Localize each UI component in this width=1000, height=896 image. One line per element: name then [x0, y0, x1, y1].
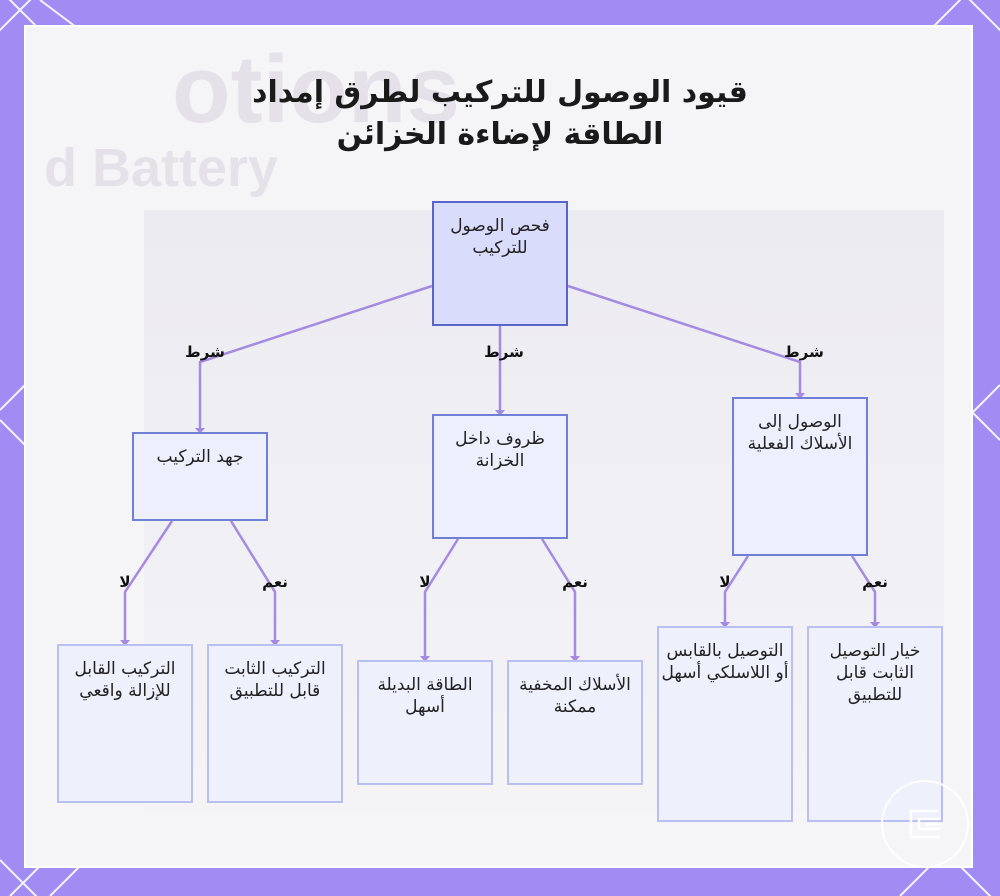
node-install-effort-label: جهد التركيب [156, 447, 244, 467]
edge-label-yes-conditions: نعم [562, 573, 588, 591]
node-fixed-applicable: التركيب الثابت قابل للتطبيق [207, 644, 343, 803]
node-wire-access-label: الوصول إلى الأسلاك الفعلية [747, 412, 853, 454]
edge-effort-yes [229, 520, 277, 644]
arrow-plugin [720, 622, 730, 628]
node-cabinet-conditions-label: ظروف داخل الخزانة [455, 429, 545, 471]
node-cabinet-conditions: ظروف داخل الخزانة [432, 414, 568, 539]
brand-logo-icon [881, 780, 969, 868]
edge-conditions-yes [540, 538, 577, 660]
edge-label-no-wires: لا [719, 573, 731, 591]
arrow-battery [420, 656, 430, 662]
node-wire-access: الوصول إلى الأسلاك الفعلية [732, 397, 868, 556]
node-battery-easier-label: الطاقة البديلة أسهل [377, 675, 473, 717]
node-plugin-easier: التوصيل بالقابس أو اللاسلكي أسهل [657, 626, 793, 822]
edge-wires-yes [850, 555, 877, 626]
node-hidden-wires: الأسلاك المخفية ممكنة [507, 660, 643, 785]
node-battery-easier: الطاقة البديلة أسهل [357, 660, 493, 785]
edge-label-no-effort: لا [119, 573, 131, 591]
edge-label-no-conditions: لا [419, 573, 431, 591]
arrow-hardwire [870, 622, 880, 628]
diagram-title: قيود الوصول للتركيب لطرق إمداد الطاقة لإ… [200, 72, 800, 156]
edge-label-yes-wires: نعم [862, 573, 888, 591]
edge-label-condition-left: شرط [185, 343, 225, 361]
title-line-2: الطاقة لإضاءة الخزائن [336, 117, 664, 152]
node-install-effort: جهد التركيب [132, 432, 268, 521]
edge-root-wires [567, 284, 802, 397]
edge-label-condition-center: شرط [484, 343, 524, 361]
edge-label-condition-right: شرط [784, 343, 824, 361]
edge-effort-no [123, 520, 174, 644]
node-plugin-easier-label: التوصيل بالقابس أو اللاسلكي أسهل [661, 641, 789, 683]
arrow-conditions [495, 410, 505, 416]
node-removable-realistic: التركيب القابل للإزالة واقعي [57, 644, 193, 803]
node-root: فحص الوصول للتركيب [432, 201, 568, 326]
edge-root-effort [198, 284, 433, 432]
brand-logo-glyph [909, 809, 941, 839]
node-root-label: فحص الوصول للتركيب [450, 216, 550, 258]
edge-wires-no [723, 555, 750, 626]
node-hidden-wires-label: الأسلاك المخفية ممكنة [519, 675, 631, 717]
arrow-effort [195, 428, 205, 434]
arrow-hidden [570, 656, 580, 662]
arrow-removable [120, 640, 130, 646]
background-text-1: otions [172, 36, 460, 143]
node-hardwire-option-label: خيار التوصيل الثابت قابل للتطبيق [829, 641, 921, 705]
background-text-2: d Battery [44, 138, 279, 198]
arrow-fixed [270, 640, 280, 646]
arrow-wires [795, 393, 805, 399]
edge-conditions-no [423, 538, 460, 660]
node-fixed-applicable-label: التركيب الثابت قابل للتطبيق [224, 659, 326, 701]
edge-label-yes-effort: نعم [262, 573, 288, 591]
title-line-1: قيود الوصول للتركيب لطرق إمداد [252, 75, 748, 110]
node-removable-realistic-label: التركيب القابل للإزالة واقعي [74, 659, 176, 701]
